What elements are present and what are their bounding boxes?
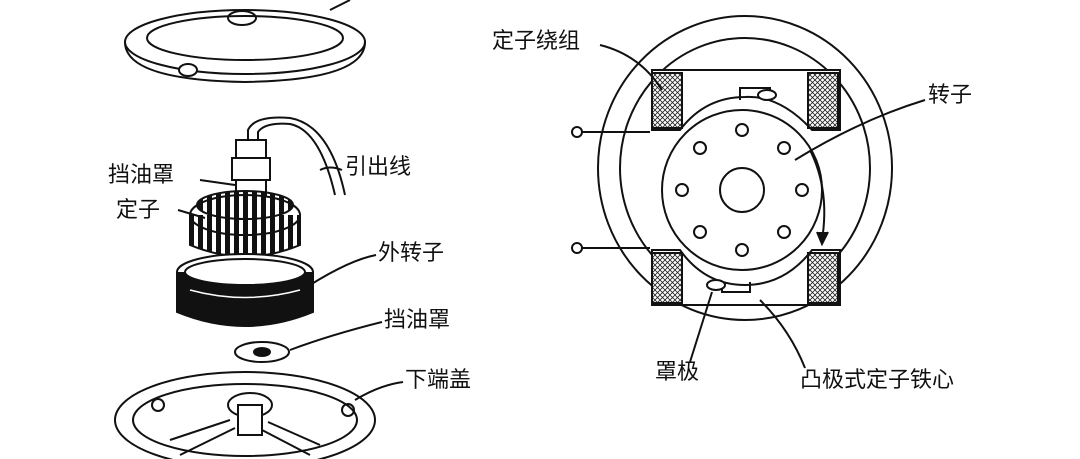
upper-end-cover xyxy=(124,0,366,84)
label-lead-wire: 引出线 xyxy=(345,155,412,180)
label-shaded-pole: 罩极 xyxy=(655,360,700,385)
label-oil-shield-bottom: 挡油罩 xyxy=(384,308,451,333)
label-lower-end-cover: 下端盖 xyxy=(405,368,472,393)
label-outer-rotor: 外转子 xyxy=(378,241,445,266)
label-stator: 定子 xyxy=(116,198,161,223)
lower-end-cover-part xyxy=(114,371,376,459)
stator-part xyxy=(189,190,301,258)
label-stator-winding: 定子绕组 xyxy=(492,29,581,54)
lead-wire-assembly xyxy=(231,116,346,201)
label-oil-shield-top: 挡油罩 xyxy=(108,163,175,188)
rotor-holes xyxy=(675,123,809,257)
label-rotor: 转子 xyxy=(928,83,973,108)
outer-rotor-part xyxy=(176,253,314,327)
label-salient-pole-stator-core: 凸极式定子铁心 xyxy=(800,368,955,393)
shaded-pole-motor-cross-section xyxy=(571,15,893,321)
